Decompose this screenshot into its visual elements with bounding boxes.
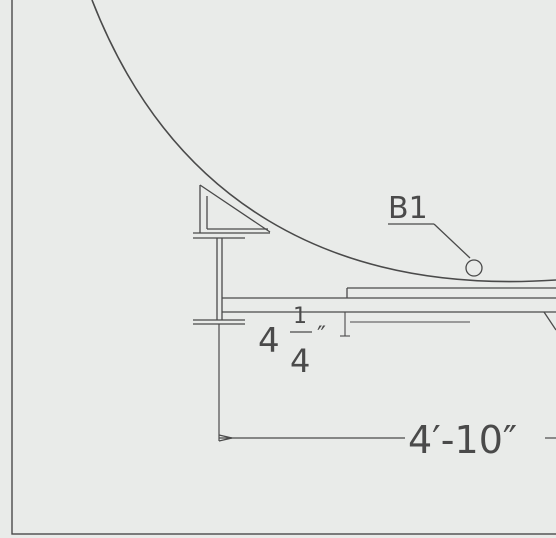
- offset-dim-numerator: 1: [293, 304, 307, 329]
- horizontal-beam: [222, 287, 556, 331]
- offset-dim-denominator: 4: [290, 342, 310, 380]
- callout-leader: [388, 223, 483, 277]
- callout-label: B1: [388, 191, 428, 226]
- width-dimension-lines: [218, 324, 405, 442]
- offset-dim-whole: 4: [258, 321, 280, 361]
- offset-dimension-lines: [340, 312, 470, 337]
- offset-dim-unit: ″: [317, 321, 326, 349]
- drawing-border: [11, 0, 556, 535]
- i-beam-column: [193, 238, 245, 325]
- vessel-arc: [91, 0, 556, 283]
- angle-bracket: [193, 184, 271, 239]
- width-dimension-text: 4′-10″: [408, 418, 517, 462]
